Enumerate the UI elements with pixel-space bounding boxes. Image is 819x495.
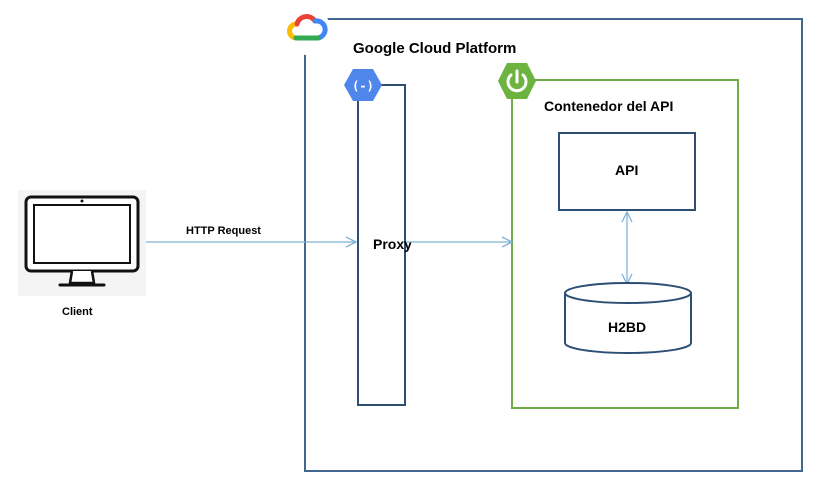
google-cloud-logo-icon bbox=[282, 6, 332, 56]
proxy-box bbox=[357, 84, 406, 406]
api-box bbox=[558, 132, 696, 211]
client-label: Client bbox=[62, 306, 93, 318]
platform-title: Google Cloud Platform bbox=[353, 40, 517, 57]
cloud-endpoints-icon: (-) bbox=[343, 67, 383, 103]
gcp-frame bbox=[304, 18, 803, 472]
database-cylinder bbox=[564, 282, 692, 354]
http-request-label: HTTP Request bbox=[186, 225, 261, 237]
monitor-icon bbox=[20, 192, 144, 294]
spring-power-icon bbox=[497, 62, 537, 100]
container-title: Contenedor del API bbox=[544, 98, 674, 114]
svg-text:(-): (-) bbox=[352, 79, 374, 93]
database-label: H2BD bbox=[608, 319, 647, 335]
api-label: API bbox=[615, 162, 639, 178]
proxy-label: Proxy bbox=[373, 236, 412, 252]
